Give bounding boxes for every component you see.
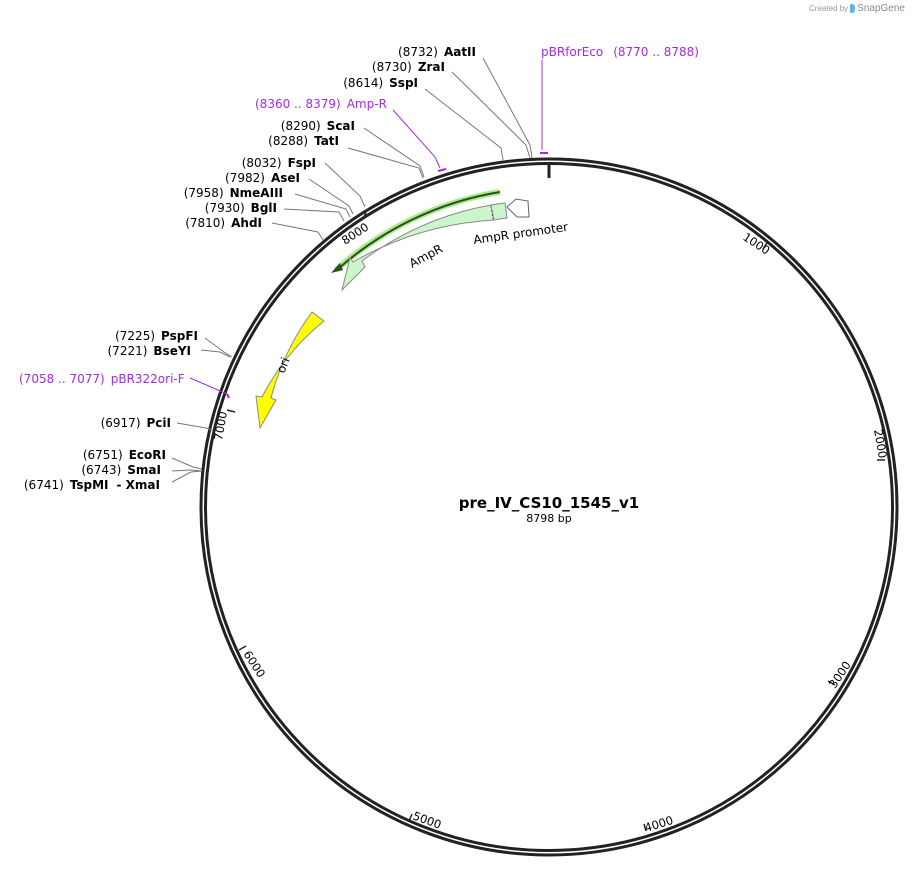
ampr-selection-line xyxy=(337,191,501,270)
feature-label-ampr-promoter: AmpR promoter xyxy=(472,220,568,247)
primer-markers xyxy=(226,152,548,399)
credit-brand: SnapGene xyxy=(857,3,905,14)
enzyme-sspi[interactable]: (8614)SspI xyxy=(343,76,418,90)
tick-label-2000: 2000 xyxy=(871,428,890,459)
primer-amp-r[interactable]: (8360 .. 8379) Amp-R xyxy=(255,97,387,111)
feature-label-ampr: AmpR xyxy=(407,241,445,270)
snapgene-logo-icon xyxy=(850,4,856,13)
enzyme-tati[interactable]: (8288)TatI xyxy=(268,134,339,148)
primer-name: pBR322ori-F xyxy=(111,372,185,386)
plasmid-name: pre_IV_CS10_1545_v1 xyxy=(459,494,639,512)
enzyme-smai[interactable]: (6743)SmaI xyxy=(81,463,161,477)
primer-leader-lines xyxy=(189,60,543,395)
primer-range: (8770 .. 8788) xyxy=(613,45,699,59)
enzyme-pspfi[interactable]: (7225)PspFI xyxy=(115,329,198,343)
primer-name: Amp-R xyxy=(347,97,387,111)
primer-range: (8360 .. 8379) xyxy=(255,97,341,111)
primer-range: (7058 .. 7077) xyxy=(19,372,105,386)
plasmid-length: 8798 bp xyxy=(526,512,571,525)
enzyme-bseyi[interactable]: (7221)BseYI xyxy=(108,344,192,358)
enzyme-fspi[interactable]: (8032)FspI xyxy=(242,156,316,170)
feature-label-ori: ori xyxy=(274,355,293,375)
enzyme-asei[interactable]: (7982)AseI xyxy=(225,171,300,185)
feature-ori[interactable]: ori xyxy=(255,311,325,430)
enzyme-leader-lines xyxy=(171,57,533,483)
primer-pbrforeco[interactable]: pBRforEco (8770 .. 8788) xyxy=(541,45,699,59)
snapgene-credit: Created by SnapGene xyxy=(809,3,905,14)
enzyme-bgli[interactable]: (7930)BglI xyxy=(205,201,277,215)
enzyme-labels: (8732)AatII (8730)ZraI (8614)SspI (8290)… xyxy=(24,45,476,492)
tick-label-7000: 7000 xyxy=(211,410,230,441)
enzyme-pcii[interactable]: (6917)PciI xyxy=(101,416,171,430)
enzyme-ahdi[interactable]: (7810)AhdI xyxy=(185,216,262,230)
enzyme-zrai[interactable]: (8730)ZraI xyxy=(372,60,445,74)
credit-prefix: Created by xyxy=(809,4,849,13)
enzyme-aatii[interactable]: (8732)AatII xyxy=(398,45,476,59)
primer-pbr322ori-f[interactable]: (7058 .. 7077) pBR322ori-F xyxy=(19,372,185,386)
enzyme-nmeaiii[interactable]: (7958)NmeAIII xyxy=(184,186,283,200)
primer-name: pBRforEco xyxy=(541,45,603,59)
enzyme-scai[interactable]: (8290)ScaI xyxy=(281,119,355,133)
enzyme-tspmi-xmai[interactable]: (6741)TspMI- XmaI xyxy=(24,478,160,492)
ampr-selection-arrowhead xyxy=(331,263,343,273)
enzyme-ecori[interactable]: (6751)EcoRI xyxy=(83,448,166,462)
